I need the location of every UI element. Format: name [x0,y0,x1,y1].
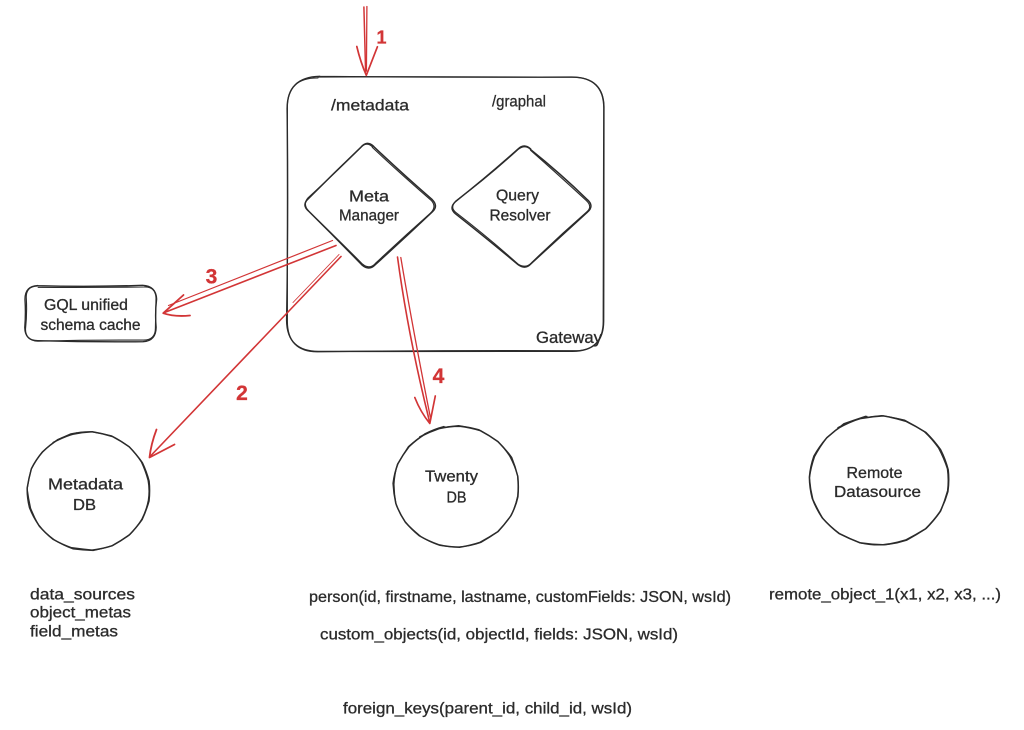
svg-text:3: 3 [206,266,218,289]
svg-text:Metadata: Metadata [48,477,123,494]
svg-text:Query: Query [496,188,539,205]
svg-text:custom_objects(id, objectId, f: custom_objects(id, objectId, fields: JSO… [320,627,678,644]
svg-text:object_metas: object_metas [30,605,131,622]
svg-text:/metadata: /metadata [331,98,409,115]
svg-text:Twenty: Twenty [425,469,478,486]
svg-text:GQL unified: GQL unified [44,297,128,314]
svg-text:2: 2 [236,382,248,405]
svg-text:Datasource: Datasource [834,484,921,501]
svg-text:Resolver: Resolver [490,208,552,225]
svg-text:foreign_keys(parent_id, child_: foreign_keys(parent_id, child_id, wsId) [343,701,632,718]
svg-text:4: 4 [433,365,445,388]
svg-text:Manager: Manager [339,208,400,225]
svg-text:field_metas: field_metas [30,624,118,641]
svg-text:schema cache: schema cache [41,317,141,334]
svg-text:data_sources: data_sources [30,587,135,604]
svg-text:remote_object_1(x1, x2, x3, ..: remote_object_1(x1, x2, x3, ...) [769,587,1001,604]
svg-text:DB: DB [447,490,467,507]
svg-text:Remote: Remote [847,465,903,482]
svg-text:person(id, firstname, lastname: person(id, firstname, lastname, customFi… [309,589,731,606]
svg-text:/graphal: /graphal [492,94,546,111]
svg-text:Meta: Meta [349,189,389,206]
svg-text:1: 1 [376,28,386,48]
svg-text:DB: DB [73,497,96,514]
svg-text:Gateway: Gateway [536,329,603,347]
